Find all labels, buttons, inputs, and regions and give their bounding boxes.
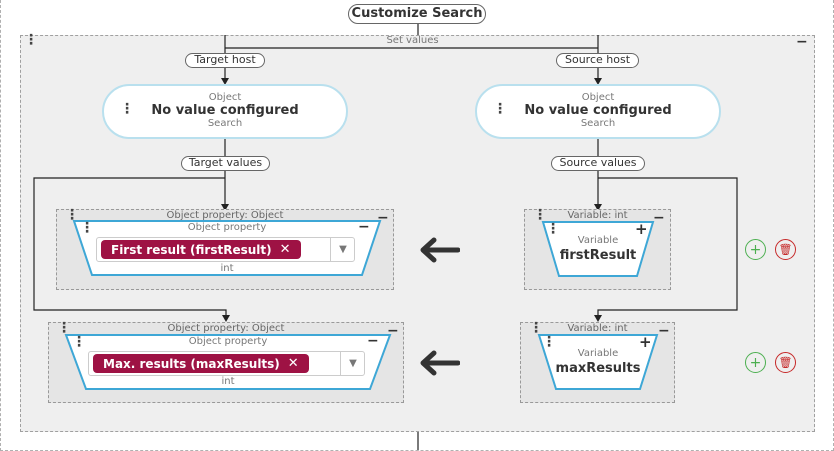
target-property-tag-label: First result (firstResult): [111, 242, 272, 257]
target-property-collapse-icon-2[interactable]: −: [367, 333, 379, 349]
source-variable-card[interactable]: ⋮ + Variable firstResult: [541, 220, 655, 278]
plus-icon[interactable]: +: [639, 333, 652, 351]
source-variable-card-2[interactable]: ⋮ + Variable maxResults: [537, 333, 659, 391]
source-host-label: Source host: [556, 53, 639, 68]
trash-icon[interactable]: 🗑: [775, 239, 796, 260]
target-host-node[interactable]: ⋮ Object No value configured Search: [102, 84, 348, 139]
source-variable-group-menu-icon[interactable]: ⋮: [533, 207, 547, 223]
source-variable-group-collapse-icon[interactable]: −: [653, 210, 665, 226]
target-host-node-value: No value configured: [151, 103, 299, 118]
arrow-left-icon: [420, 350, 460, 376]
target-property-type: int: [220, 263, 234, 274]
plus-icon[interactable]: +: [635, 220, 648, 238]
source-host-node-value: No value configured: [524, 103, 672, 118]
target-host-node-type: Object: [208, 92, 242, 103]
source-variable-group-collapse-icon-2[interactable]: −: [658, 323, 670, 339]
target-property-select[interactable]: First result (firstResult) ✕ ▼: [96, 237, 355, 262]
chevron-down-icon[interactable]: ▼: [330, 238, 355, 261]
source-variable-card-top-2: Variable: [577, 348, 619, 359]
source-variable-group-title: Variable: int: [567, 210, 628, 221]
target-property-group-menu-icon-2[interactable]: ⋮: [57, 320, 71, 336]
source-variable-card-top: Variable: [577, 235, 619, 246]
target-property-card[interactable]: ⋮ Object property − First result (firstR…: [72, 219, 382, 277]
source-variable-card-main: firstResult: [559, 248, 637, 263]
source-host-node-class: Search: [580, 118, 616, 129]
target-property-group-collapse-icon-2[interactable]: −: [387, 323, 399, 339]
target-host-menu-icon[interactable]: ⋮: [120, 101, 134, 117]
target-property-card-title: Object property: [187, 222, 267, 233]
source-variable-menu-icon-2[interactable]: ⋮: [542, 334, 556, 350]
close-icon[interactable]: ✕: [287, 356, 299, 371]
source-variable-group-menu-icon-2[interactable]: ⋮: [529, 320, 543, 336]
chevron-down-icon[interactable]: ▼: [340, 352, 365, 375]
target-property-card-title-2: Object property: [188, 336, 268, 347]
set-values-collapse-icon[interactable]: −: [796, 34, 808, 50]
add-circle-icon[interactable]: +: [745, 239, 766, 260]
close-icon[interactable]: ✕: [279, 242, 291, 257]
target-property-tag-2: Max. results (maxResults) ✕: [93, 354, 309, 373]
arrow-left-icon: [420, 237, 460, 263]
trash-icon[interactable]: 🗑: [775, 352, 796, 373]
target-property-group-collapse-icon[interactable]: −: [377, 210, 389, 226]
set-values-label: Set values: [386, 35, 439, 46]
page-title: Customize Search: [348, 4, 486, 24]
target-host-label: Target host: [185, 53, 265, 68]
source-variable-card-main-2: maxResults: [555, 361, 641, 376]
target-host-node-class: Search: [207, 118, 243, 129]
target-property-tag-label-2: Max. results (maxResults): [103, 356, 280, 371]
source-variable-menu-icon[interactable]: ⋮: [546, 221, 560, 237]
target-property-group-title-2: Object property: Object: [167, 323, 285, 334]
source-host-menu-icon[interactable]: ⋮: [493, 101, 507, 117]
target-property-collapse-icon[interactable]: −: [358, 219, 370, 235]
target-property-group-menu-icon[interactable]: ⋮: [65, 207, 79, 223]
source-host-node[interactable]: ⋮ Object No value configured Search: [475, 84, 721, 139]
target-property-select-2[interactable]: Max. results (maxResults) ✕ ▼: [88, 351, 365, 376]
source-variable-card-shape: [541, 221, 655, 277]
target-property-type-2: int: [221, 376, 235, 387]
source-variable-group-title-2: Variable: int: [567, 323, 628, 334]
target-property-card-2[interactable]: ⋮ Object property − Max. results (maxRes…: [64, 333, 392, 391]
source-host-node-type: Object: [581, 92, 615, 103]
source-values-label: Source values: [551, 156, 645, 171]
target-values-label: Target values: [181, 156, 270, 171]
target-property-group-title: Object property: Object: [166, 210, 284, 221]
add-circle-icon[interactable]: +: [745, 352, 766, 373]
source-variable-card-shape-2: [537, 334, 659, 390]
target-property-tag: First result (firstResult) ✕: [101, 240, 301, 259]
